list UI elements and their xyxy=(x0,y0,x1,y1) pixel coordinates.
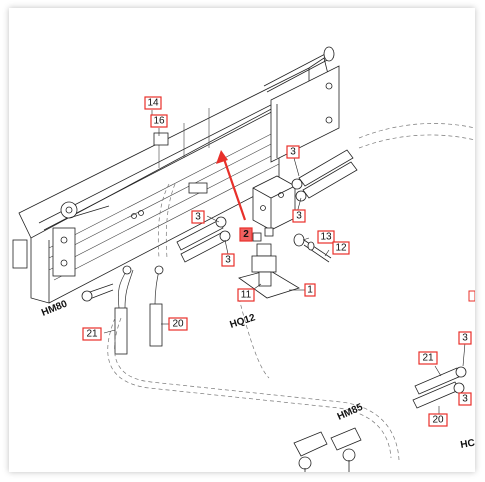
callout-20-left-label: 20 xyxy=(172,319,184,330)
bolt-washer xyxy=(293,233,332,263)
hose-routing-dashed xyxy=(107,123,475,461)
bottom-fittings xyxy=(293,427,362,472)
callout-3-upper-lower-label: 3 xyxy=(296,211,302,222)
hose-fittings-center xyxy=(176,216,231,263)
exploded-parts-diagram: HM80 HQ12 HM85 HC 14 16 3 3 xyxy=(12,46,475,472)
callout-21-left[interactable]: 21 xyxy=(82,327,102,341)
callout-1[interactable]: 1 xyxy=(304,283,316,297)
hose-fittings-upper-right xyxy=(291,149,358,202)
callout-21-right-label: 21 xyxy=(422,353,434,364)
highlight-arrow xyxy=(216,150,247,221)
callout-20-left[interactable]: 20 xyxy=(168,317,188,331)
fitting-assembly xyxy=(251,227,277,287)
tag-hm85: HM85 xyxy=(336,402,365,423)
callout-3-upper[interactable]: 3 xyxy=(286,145,300,159)
hose-fittings-lower-right xyxy=(412,366,467,409)
callout-3-center-left[interactable]: 3 xyxy=(191,210,205,224)
callout-11-label: 11 xyxy=(241,290,252,301)
tag-partial: HC xyxy=(460,438,475,451)
callout-16[interactable]: 16 xyxy=(150,114,168,128)
callout-3-right-top-label: 3 xyxy=(462,333,468,344)
callout-2-highlighted[interactable]: 2 xyxy=(239,227,253,242)
callout-16-label: 16 xyxy=(153,116,165,127)
tag-partial-text: HC xyxy=(460,438,475,451)
tag-hm85-text: HM85 xyxy=(336,402,365,423)
callout-2-label: 2 xyxy=(243,229,249,240)
callout-3-upper-lower[interactable]: 3 xyxy=(292,209,306,223)
callout-3-center-bottom-label: 3 xyxy=(225,255,231,266)
callout-14-label: 14 xyxy=(147,98,159,109)
tag-hq12-text: HQ12 xyxy=(229,312,258,331)
callout-11[interactable]: 11 xyxy=(237,288,255,302)
callout-3-center-bottom[interactable]: 3 xyxy=(221,253,235,267)
callout-12-label: 12 xyxy=(335,243,347,254)
callout-20-right-label: 20 xyxy=(432,415,444,426)
callout-12[interactable]: 12 xyxy=(332,241,350,255)
hoses-left xyxy=(81,265,164,355)
rail-assembly xyxy=(12,46,340,304)
edge-marker xyxy=(468,290,475,302)
callout-13-label: 13 xyxy=(320,232,332,243)
callout-3-upper-label: 3 xyxy=(290,147,296,158)
callout-14[interactable]: 14 xyxy=(144,96,162,110)
diagram-panel: HM80 HQ12 HM85 HC 14 16 3 3 xyxy=(9,8,475,472)
callout-1-label: 1 xyxy=(307,285,313,296)
tag-hq12: HQ12 xyxy=(229,312,258,331)
callout-13[interactable]: 13 xyxy=(317,230,335,244)
callout-20-right[interactable]: 20 xyxy=(428,413,448,427)
callout-3-right-top[interactable]: 3 xyxy=(458,331,472,345)
callout-21-right[interactable]: 21 xyxy=(418,351,438,365)
callout-3-right-bottom[interactable]: 3 xyxy=(458,392,472,406)
callout-3-right-bottom-label: 3 xyxy=(462,394,468,405)
callout-3-center-left-label: 3 xyxy=(195,212,201,223)
callout-21-left-label: 21 xyxy=(86,329,98,340)
